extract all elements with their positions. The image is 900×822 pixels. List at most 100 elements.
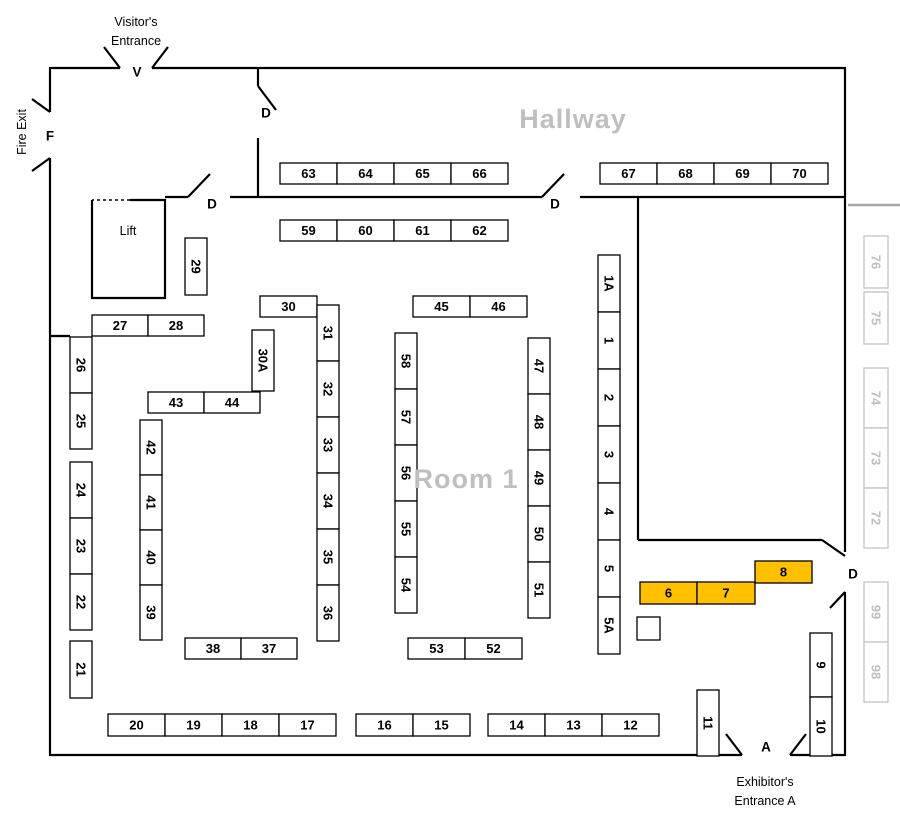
booth-67[interactable]: 67	[599, 162, 658, 185]
booth-15[interactable]: 15	[412, 713, 471, 737]
booth-73[interactable]: 73	[863, 427, 889, 489]
booth-53[interactable]: 53	[407, 637, 466, 660]
booth-rect[interactable]	[863, 291, 889, 345]
booth-45[interactable]: 45	[412, 295, 471, 318]
booth-1a[interactable]: 1A	[597, 254, 621, 313]
booth-rect[interactable]	[251, 329, 275, 392]
booth-16[interactable]: 16	[355, 713, 414, 737]
booth-rect[interactable]	[863, 427, 889, 489]
booth-76[interactable]: 76	[863, 235, 889, 289]
booth-31[interactable]: 31	[316, 304, 340, 362]
booth-13[interactable]: 13	[544, 713, 603, 737]
booth-20[interactable]: 20	[107, 713, 166, 737]
booth-rect[interactable]	[450, 219, 509, 242]
booth-rect[interactable]	[809, 696, 833, 757]
booth-69[interactable]: 69	[713, 162, 772, 185]
booth-36[interactable]: 36	[316, 584, 340, 642]
booth-4[interactable]: 4	[597, 482, 621, 541]
booth-rect[interactable]	[240, 637, 298, 660]
booth-59[interactable]: 59	[279, 219, 338, 242]
booth-51[interactable]: 51	[527, 561, 551, 619]
booth-rect[interactable]	[863, 581, 889, 643]
booth-rect[interactable]	[754, 560, 813, 584]
booth-14[interactable]: 14	[487, 713, 546, 737]
booth-5[interactable]: 5	[597, 539, 621, 598]
booth-6[interactable]: 6	[639, 581, 698, 605]
booth-rect[interactable]	[278, 713, 337, 737]
booth-unlabeled[interactable]	[636, 616, 661, 641]
booth-68[interactable]: 68	[656, 162, 715, 185]
booth-43[interactable]: 43	[147, 391, 205, 414]
booth-30[interactable]: 30	[259, 295, 318, 318]
booth-27[interactable]: 27	[91, 314, 149, 337]
booth-2[interactable]: 2	[597, 368, 621, 427]
booth-18[interactable]: 18	[221, 713, 280, 737]
booth-25[interactable]: 25	[69, 392, 93, 450]
booth-rect[interactable]	[469, 295, 528, 318]
booth-22[interactable]: 22	[69, 573, 93, 631]
booth-rect[interactable]	[597, 596, 621, 655]
booth-rect[interactable]	[69, 392, 93, 450]
booth-rect[interactable]	[863, 367, 889, 429]
booth-23[interactable]: 23	[69, 517, 93, 575]
booth-60[interactable]: 60	[336, 219, 395, 242]
booth-29[interactable]: 29	[184, 237, 208, 296]
booth-44[interactable]: 44	[203, 391, 261, 414]
booth-rect[interactable]	[636, 616, 661, 641]
booth-46[interactable]: 46	[469, 295, 528, 318]
booth-21[interactable]: 21	[69, 640, 93, 699]
booth-9[interactable]: 9	[809, 632, 833, 698]
booth-99[interactable]: 99	[863, 581, 889, 643]
booth-35[interactable]: 35	[316, 528, 340, 586]
booth-48[interactable]: 48	[527, 393, 551, 451]
booth-32[interactable]: 32	[316, 360, 340, 418]
booth-72[interactable]: 72	[863, 487, 889, 549]
booth-54[interactable]: 54	[394, 556, 418, 614]
booth-57[interactable]: 57	[394, 388, 418, 446]
booth-30a[interactable]: 30A	[251, 329, 275, 392]
booth-rect[interactable]	[770, 162, 829, 185]
booth-rect[interactable]	[601, 713, 660, 737]
booth-28[interactable]: 28	[147, 314, 205, 337]
booth-49[interactable]: 49	[527, 449, 551, 507]
booth-98[interactable]: 98	[863, 641, 889, 703]
booth-rect[interactable]	[69, 640, 93, 699]
booth-61[interactable]: 61	[393, 219, 452, 242]
booth-58[interactable]: 58	[394, 332, 418, 390]
booth-56[interactable]: 56	[394, 444, 418, 502]
booth-rect[interactable]	[69, 573, 93, 631]
booth-rect[interactable]	[147, 314, 205, 337]
booth-62[interactable]: 62	[450, 219, 509, 242]
booth-39[interactable]: 39	[139, 584, 163, 641]
booth-rect[interactable]	[696, 689, 720, 757]
booth-63[interactable]: 63	[279, 162, 338, 185]
booth-rect[interactable]	[316, 584, 340, 642]
booth-75[interactable]: 75	[863, 291, 889, 345]
booth-55[interactable]: 55	[394, 500, 418, 558]
booth-rect[interactable]	[203, 391, 261, 414]
booth-42[interactable]: 42	[139, 419, 163, 476]
booth-41[interactable]: 41	[139, 474, 163, 531]
booth-rect[interactable]	[412, 713, 471, 737]
booth-17[interactable]: 17	[278, 713, 337, 737]
booth-rect[interactable]	[394, 556, 418, 614]
booth-7[interactable]: 7	[696, 581, 756, 605]
booth-rect[interactable]	[863, 487, 889, 549]
booth-24[interactable]: 24	[69, 461, 93, 519]
booth-3[interactable]: 3	[597, 425, 621, 484]
booth-rect[interactable]	[863, 641, 889, 703]
booth-26[interactable]: 26	[69, 336, 93, 394]
booth-rect[interactable]	[139, 584, 163, 641]
booth-52[interactable]: 52	[464, 637, 523, 660]
booth-1[interactable]: 1	[597, 311, 621, 370]
booth-33[interactable]: 33	[316, 416, 340, 474]
booth-rect[interactable]	[450, 162, 509, 185]
booth-47[interactable]: 47	[527, 337, 551, 395]
booth-74[interactable]: 74	[863, 367, 889, 429]
booth-rect[interactable]	[863, 235, 889, 289]
booth-rect[interactable]	[464, 637, 523, 660]
booth-rect[interactable]	[184, 237, 208, 296]
booth-5a[interactable]: 5A	[597, 596, 621, 655]
booth-10[interactable]: 10	[809, 696, 833, 757]
booth-34[interactable]: 34	[316, 472, 340, 530]
